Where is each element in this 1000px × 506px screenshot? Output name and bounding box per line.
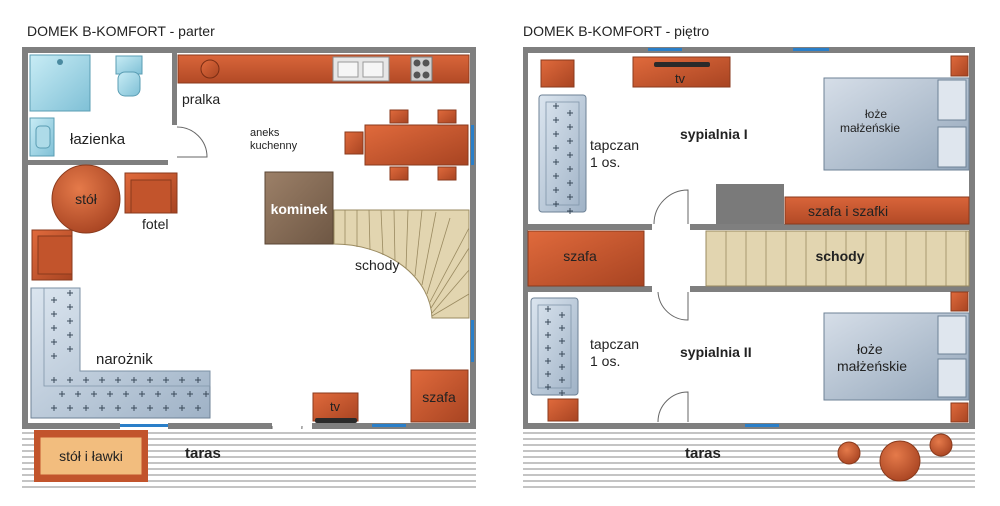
dining-table: [344, 109, 469, 181]
tv-icon: [654, 62, 710, 67]
chair-icon: [389, 109, 409, 124]
pillow-icon: [937, 315, 967, 355]
corner-sofa-label: narożnik: [96, 351, 153, 368]
bed2-label-2: małżeńskie: [837, 358, 907, 374]
upper-stairs: schody: [705, 230, 970, 287]
bedroom1-label: sypialnia I: [680, 126, 748, 142]
kitchenette-label-1: aneks: [250, 127, 280, 139]
armchair: [124, 172, 178, 214]
double-bed-2: łoże małżeńskie: [823, 312, 970, 401]
round-table-icon: [879, 440, 921, 482]
pillow-icon: [937, 126, 967, 168]
upper-floor-title: DOMEK B-KOMFORT - piętro: [523, 23, 709, 39]
ground-floor-title: DOMEK B-KOMFORT - parter: [27, 23, 215, 39]
washing-machine-icon: [200, 59, 220, 79]
couch1-label-2: 1 os.: [590, 154, 620, 170]
upper-tv-label: tv: [675, 71, 686, 86]
stove-icon: [410, 56, 433, 82]
bed1-label-2: małżeńskie: [840, 121, 900, 135]
ground-stairs: schody: [333, 209, 470, 319]
double-bed-1: łoże małżeńskie: [823, 77, 970, 171]
chair-icon: [344, 131, 364, 155]
bedroom2-label: sypialnia II: [680, 344, 752, 360]
armchair-2: [31, 229, 73, 281]
chair-icon: [437, 109, 457, 124]
upper-stairs-label: schody: [815, 248, 864, 264]
upper-floor-plan: DOMEK B-KOMFORT - piętro: [523, 23, 975, 489]
stool-icon: [837, 441, 861, 465]
upper-doors: [653, 189, 689, 423]
pillow-icon: [937, 79, 967, 121]
couch2-label-1: tapczan: [590, 336, 639, 352]
table-benches-label: stół i ławki: [59, 448, 123, 464]
toilet-icon: [117, 71, 141, 97]
bed1-label-1: łoże: [865, 107, 887, 121]
nightstand: [950, 55, 969, 77]
bathroom: łazienka: [29, 54, 143, 157]
table-label: stół: [75, 191, 98, 207]
upper-tv: tv: [632, 56, 731, 88]
couch1-label-1: tapczan: [590, 137, 639, 153]
wardrobe-cabinets: szafa i szafki: [784, 196, 970, 225]
pillow-icon: [937, 358, 967, 398]
ground-windows: [120, 125, 474, 427]
round-table: stół: [51, 164, 121, 234]
fireplace-label: kominek: [271, 201, 328, 217]
ground-terrace-label: taras: [185, 445, 221, 462]
bathroom-label: łazienka: [70, 131, 126, 148]
couch2-label-2: 1 os.: [590, 353, 620, 369]
tv-icon: [315, 418, 357, 423]
nightstand: [950, 402, 969, 423]
tv-label: tv: [330, 399, 341, 414]
kitchen-counter: [177, 54, 470, 84]
fireplace: kominek: [264, 171, 334, 245]
kitchenette-label-2: kuchenny: [250, 140, 298, 152]
chair-icon: [437, 166, 457, 181]
nightstand: [540, 59, 575, 88]
upper-terrace-label: taras: [685, 445, 721, 462]
wardrobe-label: szafa: [422, 389, 456, 405]
upper-terrace: taras: [523, 429, 975, 489]
table-benches: [39, 436, 143, 476]
laundry-label: pralka: [182, 91, 220, 107]
chair-icon: [389, 166, 409, 181]
upper-wardrobe-label: szafa: [563, 248, 597, 264]
wardrobe-cabinets-label: szafa i szafki: [808, 203, 888, 219]
corner-sofa: narożnik: [30, 287, 211, 419]
stairs-label: schody: [355, 257, 399, 273]
couch-1: [538, 94, 587, 214]
upper-wardrobe: szafa: [527, 230, 645, 287]
stool-icon: [929, 433, 953, 457]
ground-wardrobe: szafa: [410, 369, 469, 423]
nightstand: [547, 398, 579, 422]
upper-windows: [648, 48, 829, 427]
bed2-label-1: łoże: [857, 341, 883, 357]
ground-tv: tv: [312, 392, 359, 423]
couch-2: [530, 297, 579, 396]
nightstand: [950, 291, 969, 312]
ground-terrace: stół i ławki taras: [22, 429, 476, 489]
armchair-label: fotel: [142, 216, 168, 232]
toilet-tank-icon: [115, 55, 143, 75]
ground-floor-plan: DOMEK B-KOMFORT - parter: [22, 23, 476, 489]
